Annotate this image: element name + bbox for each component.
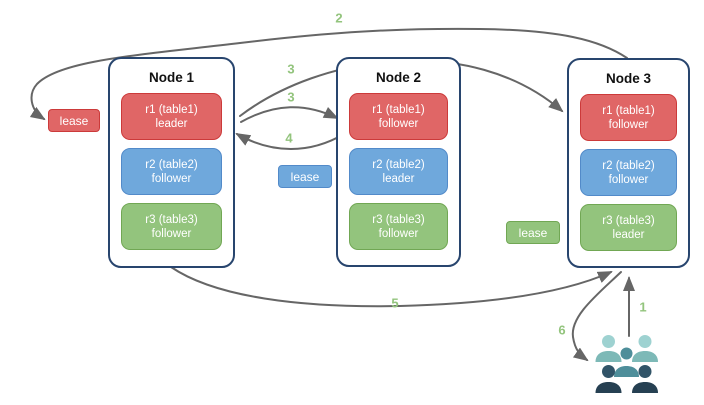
step-2-label: 2 <box>335 10 343 26</box>
lease-label-r3: lease <box>506 221 560 244</box>
node-3-replica-r1: r1 (table1) follower <box>580 94 677 141</box>
arrow-step-6 <box>571 271 622 362</box>
replica-range: r3 (table3) <box>372 213 425 226</box>
step-4-label: 4 <box>285 130 293 146</box>
node-2-replica-r1: r1 (table1) follower <box>349 93 448 140</box>
replica-role: follower <box>378 227 419 240</box>
step-5-label: 5 <box>391 295 399 311</box>
node-1-replica-r1: r1 (table1) leader <box>121 93 222 140</box>
arrow-step-2 <box>29 27 628 121</box>
node-1-replica-r3: r3 (table3) follower <box>121 203 222 250</box>
lease-label-r1: lease <box>48 109 100 132</box>
replica-range: r1 (table1) <box>372 103 425 116</box>
arrow-step-5 <box>170 266 613 308</box>
replica-role: follower <box>151 227 192 240</box>
replica-range: r3 (table3) <box>145 213 198 226</box>
step-3b-label: 3 <box>287 89 295 105</box>
step-6-label: 6 <box>558 322 566 338</box>
node-1-replica-r2: r2 (table2) follower <box>121 148 222 195</box>
replica-range: r1 (table1) <box>145 103 198 116</box>
arrow-step-4 <box>235 133 345 150</box>
step-1-label: 1 <box>639 299 647 315</box>
step-3a-label: 3 <box>287 61 295 77</box>
replica-range: r2 (table2) <box>145 158 198 171</box>
replica-role: leader <box>155 117 188 130</box>
node-1-title: Node 1 <box>148 70 194 85</box>
node-3-card: Node 3 r1 (table1) follower r2 (table2) … <box>567 58 690 268</box>
users-icon <box>595 335 658 393</box>
node-2-replica-r3: r3 (table3) follower <box>349 203 448 250</box>
node-2-card: Node 2 r1 (table1) follower r2 (table2) … <box>336 57 461 267</box>
arrow-step-3-to-node2 <box>240 106 339 123</box>
replica-range: r1 (table1) <box>602 104 655 117</box>
node-3-replica-r3: r3 (table3) leader <box>580 204 677 251</box>
replica-range: r2 (table2) <box>372 158 425 171</box>
replica-role: follower <box>608 118 649 131</box>
node-2-replica-r2: r2 (table2) leader <box>349 148 448 195</box>
node-2-title: Node 2 <box>375 70 421 85</box>
node-3-title: Node 3 <box>605 71 651 86</box>
node-3-replica-r2: r2 (table2) follower <box>580 149 677 196</box>
node-1-card: Node 1 r1 (table1) leader r2 (table2) fo… <box>108 57 235 268</box>
replica-role: follower <box>378 117 419 130</box>
replica-range: r3 (table3) <box>602 214 655 227</box>
replica-role: follower <box>608 173 649 186</box>
replica-role: leader <box>612 228 645 241</box>
replica-role: leader <box>382 172 415 185</box>
replica-role: follower <box>151 172 192 185</box>
lease-label-r2: lease <box>278 165 332 188</box>
replica-range: r2 (table2) <box>602 159 655 172</box>
